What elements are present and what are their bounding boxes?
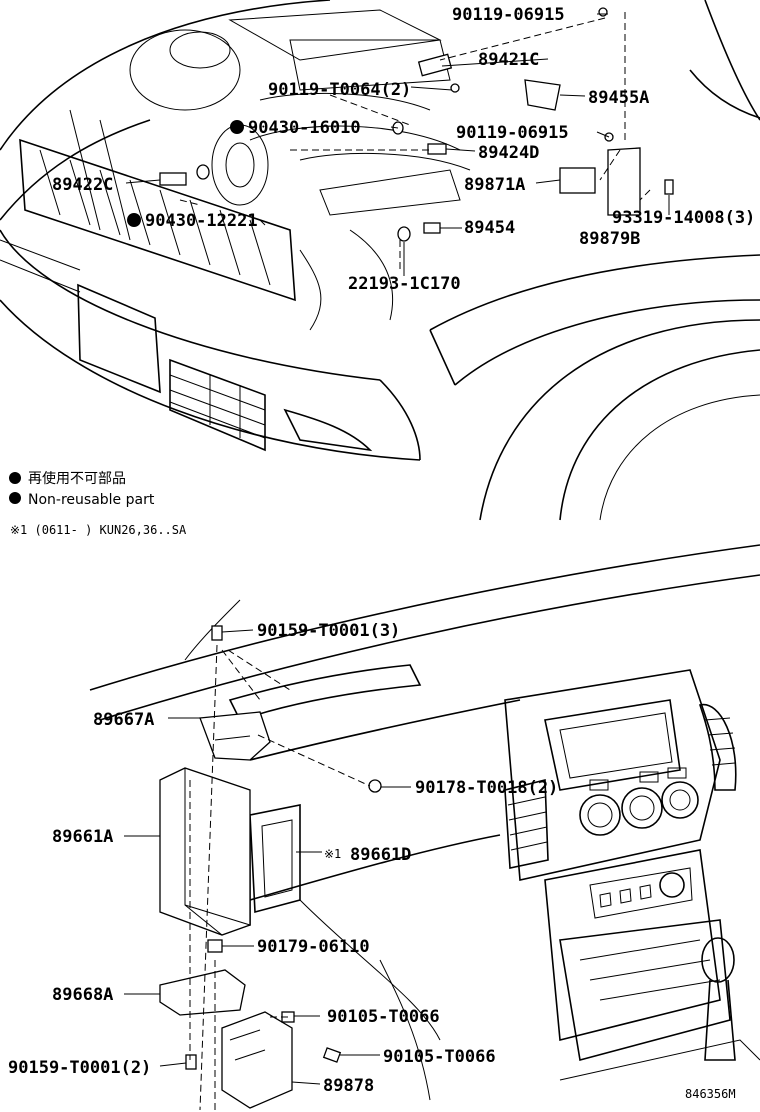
legend-dot-icon [9,472,21,484]
label-93319-14008: 93319-14008(3) [612,208,755,228]
label-89424D: 89424D [478,143,539,163]
legend: 再使用不可部品 Non-reusable part ※1 (0611- ) KU… [9,470,187,537]
label-90119-06915-a: 90119-06915 [452,5,565,25]
legend-en: Non-reusable part [28,492,155,508]
part-labels-bottom: 90159-T0001(3) 89667A 90178-T0018(2) 896… [8,621,736,1101]
label-22193-1C170: 22193-1C170 [348,274,461,294]
label-90430-12221: 90430-12221 [145,211,258,231]
leader-lines-top [125,13,670,276]
label-90119-T0064: 90119-T0064(2) [268,80,411,100]
label-90178-T0018: 90178-T0018(2) [415,778,558,798]
legend-dot-icon [9,492,21,504]
label-90105-T0066-a: 90105-T0066 [327,1007,440,1027]
label-89422C: 89422C [52,175,113,195]
legend-jp: 再使用不可部品 [28,470,126,487]
label-89661D-mark: ※1 [324,847,341,861]
label-90119-06915-b: 90119-06915 [456,123,569,143]
non-reusable-marker [230,120,244,134]
leader-lines-bottom [124,629,411,1085]
label-89878: 89878 [323,1076,374,1096]
non-reusable-marker [127,213,141,227]
legend-note: ※1 (0611- ) KUN26,36..SA [10,523,187,537]
diagram-code: 846356M [685,1087,736,1101]
part-labels-top: 90119-06915 89421C 90119-T0064(2) 89455A… [52,5,755,294]
label-89455A: 89455A [588,88,649,108]
label-90159-T0001-3: 90159-T0001(3) [257,621,400,641]
label-89421C: 89421C [478,50,539,70]
label-89879B: 89879B [579,229,640,249]
label-90105-T0066-b: 90105-T0066 [383,1047,496,1067]
engine-bay-illustration [0,0,760,521]
label-89667A: 89667A [93,710,154,730]
label-89661A: 89661A [52,827,113,847]
label-89871A: 89871A [464,175,525,195]
label-90179-06110: 90179-06110 [257,937,370,957]
label-90430-16010: 90430-16010 [248,118,361,138]
label-90159-T0001-2: 90159-T0001(2) [8,1058,151,1078]
label-89454: 89454 [464,218,515,238]
dashboard-illustration [89,544,760,1101]
bottom-parts [159,625,382,1111]
label-89661D: 89661D [350,845,411,865]
label-89668A: 89668A [52,985,113,1005]
